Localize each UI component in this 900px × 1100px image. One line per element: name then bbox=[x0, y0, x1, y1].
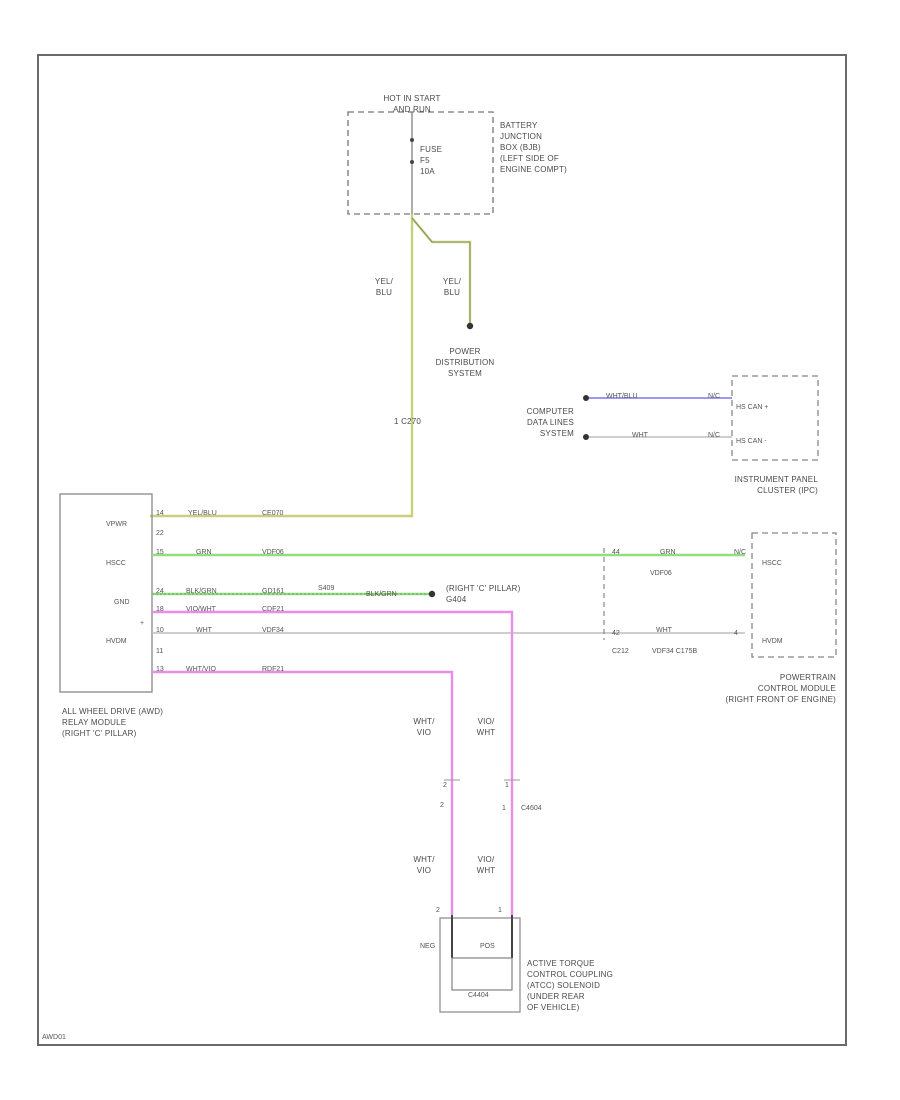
coupling-pin-right-low: 1 bbox=[498, 907, 502, 914]
hscc-wire-color: GRN bbox=[196, 549, 212, 556]
ipc-box bbox=[731, 375, 819, 461]
pcm-pin-num-hvdm: 4 bbox=[734, 630, 738, 637]
awd-pin-num-2: 22 bbox=[156, 530, 164, 537]
fuse-terminal-bottom bbox=[410, 160, 414, 164]
wire-yel-blu-main bbox=[150, 214, 414, 518]
gnd-wire-color-2: BLK/GRN bbox=[366, 591, 397, 598]
can-plus-wire-color: WHT/BLU bbox=[606, 393, 638, 400]
power-distribution-arrow bbox=[466, 322, 474, 330]
can-minus-arrow bbox=[583, 434, 589, 440]
c175b-connector-label: VDF34 C175B bbox=[652, 648, 698, 655]
pos-wire-circuit: CDF21 bbox=[262, 606, 285, 613]
coupling-pos-label: POS bbox=[480, 943, 495, 950]
coupling-left-wire-lower: WHT/ VIO bbox=[413, 855, 435, 875]
hscc-wire-circuit: VDF06 bbox=[262, 549, 284, 556]
coupling-pin-left-mid: 2 bbox=[440, 802, 444, 809]
pos-wire-color: VIO/WHT bbox=[186, 606, 216, 613]
awd-pin-hscc: HSCC bbox=[106, 560, 126, 567]
awd-pin-num-8: 13 bbox=[156, 666, 164, 673]
awd-pin-num-5: 18 bbox=[156, 606, 164, 613]
pcm-pin-hvdm: HVDM bbox=[762, 638, 783, 645]
atcc-label: ACTIVE TORQUE CONTROL COUPLING (ATCC) SO… bbox=[527, 959, 614, 1012]
awd-pin-num-4: 24 bbox=[156, 588, 164, 595]
coupling-right-wire-upper: VIO/ WHT bbox=[476, 717, 496, 737]
gnd-splice-label: S409 bbox=[318, 585, 335, 592]
pcm-hscc-wire-color: GRN bbox=[660, 549, 676, 556]
can-minus-wire-color: WHT bbox=[632, 432, 648, 439]
awd-pin-plus: + bbox=[140, 620, 145, 627]
splice-c270-label: 1 C270 bbox=[394, 417, 421, 426]
c4604-connector-label: C4604 bbox=[521, 805, 542, 812]
ground-point-label: (RIGHT 'C' PILLAR) G404 bbox=[446, 584, 521, 604]
hot-in-start-label: HOT IN START AND RUN bbox=[383, 94, 441, 114]
coupling-neg-label: NEG bbox=[420, 943, 436, 950]
can-plus-arrow bbox=[583, 395, 589, 401]
gnd-wire-color: BLK/GRN bbox=[186, 588, 217, 595]
atcc-coil bbox=[451, 957, 513, 991]
bjb-label: BATTERY JUNCTION BOX (BJB) (LEFT SIDE OF… bbox=[500, 121, 568, 174]
ipc-label: INSTRUMENT PANEL CLUSTER (IPC) bbox=[734, 475, 818, 495]
pcm-hscc-wire-circuit: VDF06 bbox=[650, 570, 672, 577]
figure-id: AWD01 bbox=[42, 1034, 66, 1041]
can-minus-pin-num: N/C bbox=[708, 432, 721, 439]
pcm-box bbox=[751, 532, 837, 658]
diagram-frame bbox=[37, 54, 847, 1046]
awd-pin-num-3: 15 bbox=[156, 549, 164, 556]
coupling-pin-left-low: 2 bbox=[436, 907, 440, 914]
c212-pin-hvdm: 42 bbox=[612, 630, 620, 637]
vpwr-wire-color: YEL/BLU bbox=[188, 510, 217, 517]
hvdm-wire-color: WHT bbox=[196, 627, 212, 634]
solenoid-box-label: C4404 bbox=[468, 992, 489, 999]
wire-neg-wht-vio bbox=[152, 670, 454, 915]
pcm-label: POWERTRAIN CONTROL MODULE (RIGHT FRONT O… bbox=[725, 673, 836, 704]
awd-module-label: ALL WHEEL DRIVE (AWD) RELAY MODULE (RIGH… bbox=[62, 707, 164, 738]
awd-pin-num-1: 14 bbox=[156, 510, 164, 517]
awd-pin-vpwr: VPWR bbox=[106, 521, 127, 528]
fuse-terminal-top bbox=[410, 138, 414, 142]
wire-pos-vio-wht bbox=[152, 610, 514, 915]
c212-pin-hscc: 44 bbox=[612, 549, 620, 556]
wire-left-color-label: YEL/ BLU bbox=[374, 277, 394, 297]
awd-pin-num-6: 10 bbox=[156, 627, 164, 634]
pcm-pin-hscc: HSCC bbox=[762, 560, 782, 567]
battery-junction-box bbox=[347, 111, 494, 215]
gnd-wire-circuit: GD161 bbox=[262, 588, 285, 595]
power-distribution-label: POWER DISTRIBUTION SYSTEM bbox=[435, 347, 495, 378]
coupling-pin-left-upper: 2 bbox=[443, 782, 447, 789]
neg-wire-color: WHT/VIO bbox=[186, 666, 216, 673]
awd-pin-hvdm: HVDM bbox=[106, 638, 127, 645]
pcm-hvdm-wire-color: WHT bbox=[656, 627, 672, 634]
atcc-solenoid-box bbox=[439, 917, 521, 1013]
awd-pin-gnd: GND bbox=[114, 599, 130, 606]
wire-right-color-label: YEL/ BLU bbox=[442, 277, 462, 297]
vpwr-wire-circuit: CE070 bbox=[262, 510, 284, 517]
pcm-pin-num-hscc: N/C bbox=[734, 549, 747, 556]
coupling-right-wire-lower: VIO/ WHT bbox=[476, 855, 496, 875]
coupling-pin-right-mid: 1 bbox=[502, 805, 506, 812]
c212-connector-label: C212 bbox=[612, 648, 629, 655]
neg-wire-circuit: RDF21 bbox=[262, 666, 285, 673]
can-plus-pin-num: N/C bbox=[708, 393, 721, 400]
wire-yel-blu-branch-edge bbox=[411, 217, 471, 325]
fuse-label: FUSE F5 10A bbox=[420, 145, 443, 176]
coupling-pin-right-upper: 1 bbox=[505, 782, 509, 789]
coupling-left-wire-upper: WHT/ VIO bbox=[413, 717, 435, 737]
awd-pin-num-7: 11 bbox=[156, 648, 164, 655]
computer-data-lines-label: COMPUTER DATA LINES SYSTEM bbox=[526, 407, 574, 438]
ipc-hs-can-minus-pin: HS CAN - bbox=[736, 438, 767, 445]
ipc-hs-can-plus-pin: HS CAN + bbox=[736, 404, 769, 411]
ground-splice-dot bbox=[428, 590, 436, 598]
hvdm-wire-circuit: VDF34 bbox=[262, 627, 284, 634]
wire-yel-blu-branch bbox=[411, 217, 472, 325]
